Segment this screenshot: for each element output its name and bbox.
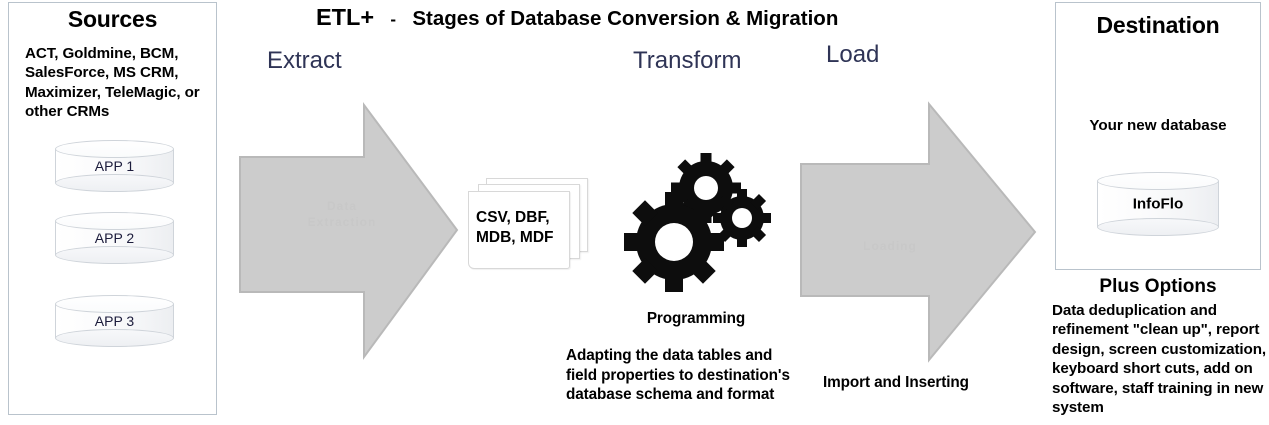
destination-heading: Destination	[1096, 12, 1220, 38]
stage-label-transform: Transform	[633, 47, 742, 74]
page-title: ETL+ - Stages of Database Conversion & M…	[316, 4, 976, 31]
source-db-app-3-label: APP 3	[94, 313, 135, 329]
load-description: Import and Inserting	[823, 374, 969, 391]
cylinder-top	[1097, 172, 1219, 190]
destination-db-label: InfoFlo	[1132, 195, 1184, 213]
extract-arrow	[239, 101, 459, 361]
cylinder-top	[55, 295, 174, 313]
source-db-app-2-label: APP 2	[94, 230, 135, 246]
source-db-app-1: APP 1	[55, 140, 174, 192]
sources-description: ACT, Goldmine, BCM, SalesForce, MS CRM, …	[25, 45, 200, 121]
title-etl: ETL+	[316, 4, 375, 30]
title-subtitle: Stages of Database Conversion & Migratio…	[412, 7, 839, 30]
cylinder-bottom	[1097, 218, 1219, 236]
load-arrow	[800, 101, 1037, 363]
source-db-app-1-label: APP 1	[94, 158, 135, 174]
sources-heading: Sources	[67, 6, 158, 32]
source-db-app-2: APP 2	[55, 212, 174, 264]
stage-label-load: Load	[826, 41, 880, 68]
gears-icon	[624, 153, 771, 292]
stage-label-extract: Extract	[267, 47, 342, 74]
programming-label: Programming	[646, 310, 746, 327]
cylinder-top	[55, 212, 174, 230]
transform-description: Adapting the data tables and field prope…	[566, 347, 790, 404]
plus-options-heading: Plus Options	[1099, 276, 1217, 297]
cylinder-bottom	[55, 246, 174, 264]
cylinder-bottom	[55, 329, 174, 347]
cylinder-bottom	[55, 174, 174, 192]
document-page-front	[468, 191, 570, 269]
plus-options-body: Data deduplication and refinement "clean…	[1052, 302, 1266, 417]
destination-db-infoflo: InfoFlo	[1097, 172, 1219, 236]
source-db-app-3: APP 3	[55, 295, 174, 347]
cylinder-top	[55, 140, 174, 158]
destination-subtitle: Your new database	[1089, 117, 1227, 134]
title-dash: -	[390, 10, 397, 29]
document-label: CSV, DBF, MDB, MDF	[476, 209, 554, 246]
document-stack: CSV, DBF, MDB, MDF	[468, 178, 594, 270]
